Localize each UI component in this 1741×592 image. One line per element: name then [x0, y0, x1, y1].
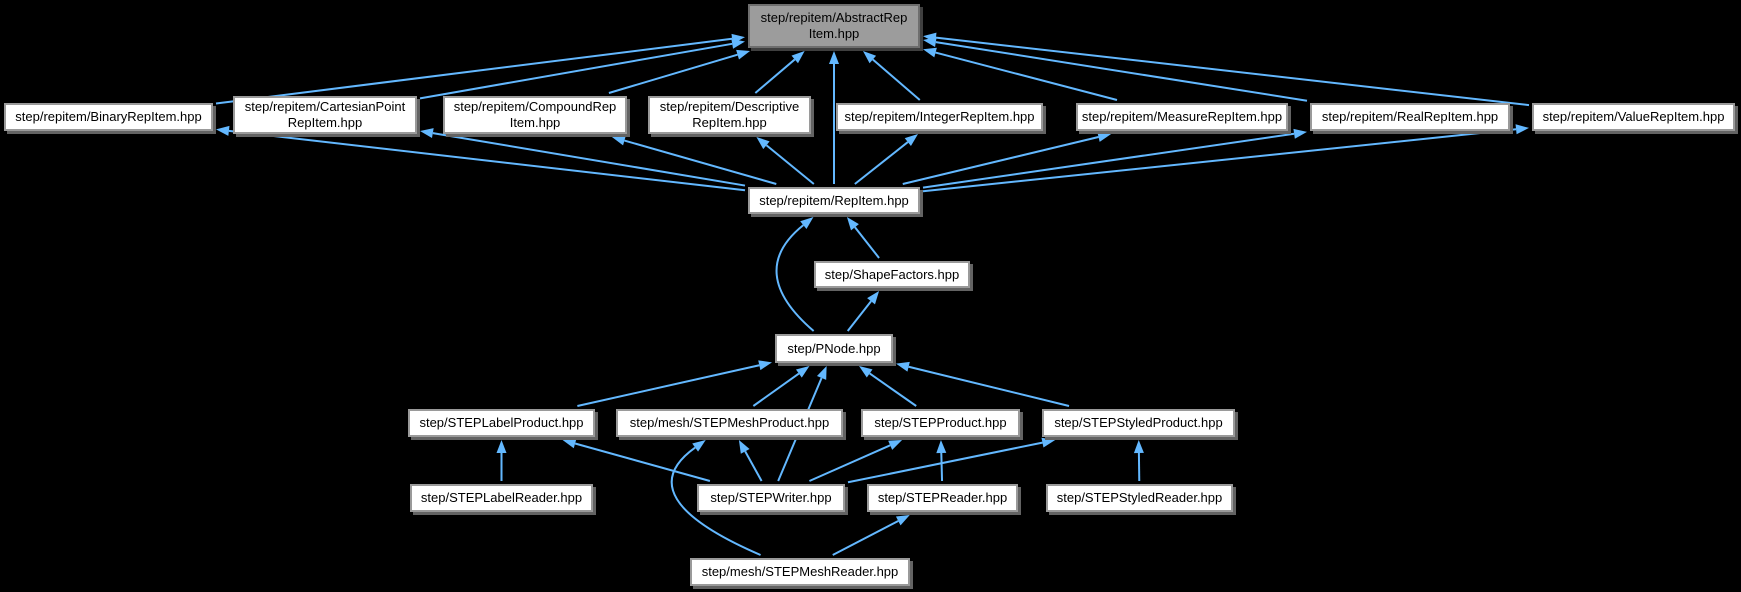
include-edge-reader-to-product [940, 452, 944, 482]
arrowhead [562, 438, 577, 449]
include-edge-cartesian-to-abstract [419, 42, 733, 100]
graph-node-labelproduct[interactable]: step/STEPLabelProduct.hpp [408, 409, 595, 437]
graph-node-meshproduct[interactable]: step/mesh/STEPMeshProduct.hpp [616, 409, 843, 437]
include-edge-repitem-to-cartesian [432, 132, 746, 187]
include-edge-meshreader-to-reader [832, 520, 899, 556]
include-edge-pnode-to-repitem [775, 224, 815, 332]
include-edge-styledproduct-to-pnode [908, 365, 1070, 407]
include-edge-labelproduct-to-pnode [577, 364, 760, 407]
graph-node-labelreader[interactable]: step/STEPLabelReader.hpp [410, 484, 593, 512]
include-edge-shapefactors-to-repitem [854, 226, 880, 259]
arrowhead [867, 291, 880, 305]
arrowhead [800, 217, 814, 230]
graph-node-real[interactable]: step/repitem/RealRepItem.hpp [1310, 103, 1510, 131]
include-edge-meshreader-to-meshproduct [670, 446, 761, 556]
arrowhead [1133, 440, 1144, 454]
include-edge-pnode-to-shapefactors [846, 300, 872, 332]
arrowhead [420, 128, 434, 139]
graph-node-measure[interactable]: step/repitem/MeasureRepItem.hpp [1076, 103, 1288, 131]
include-edge-repitem-to-descriptive [765, 144, 815, 185]
include-edge-repitem-to-binary [228, 129, 746, 192]
graph-node-abstract: step/repitem/AbstractRep Item.hpp [748, 4, 920, 48]
include-edge-compound-to-abstract [608, 53, 738, 94]
arrowhead [731, 38, 745, 49]
arrowhead [895, 515, 910, 526]
graph-node-product[interactable]: step/STEPProduct.hpp [861, 409, 1020, 437]
arrowhead [756, 137, 770, 150]
arrowhead [795, 366, 810, 378]
arrowhead [816, 366, 827, 380]
arrowhead [692, 440, 706, 452]
graph-node-shapefactors[interactable]: step/ShapeFactors.hpp [814, 261, 970, 288]
graph-node-meshreader[interactable]: step/mesh/STEPMeshReader.hpp [690, 558, 910, 586]
arrowhead [862, 51, 877, 64]
arrowhead [859, 366, 873, 378]
include-edge-measure-to-abstract [935, 51, 1118, 101]
graph-node-descriptive[interactable]: step/repitem/Descriptive RepItem.hpp [648, 96, 811, 134]
arrowhead [888, 440, 903, 450]
include-edge-real-to-abstract [935, 41, 1308, 102]
arrowhead [846, 217, 859, 231]
arrowhead [736, 49, 751, 60]
arrowhead [1041, 437, 1056, 448]
graph-node-compound[interactable]: step/repitem/CompoundRep Item.hpp [443, 96, 627, 134]
arrowhead [758, 360, 772, 371]
graph-node-integer[interactable]: step/repitem/IntegerRepItem.hpp [836, 103, 1043, 131]
arrowhead [738, 440, 750, 454]
graph-node-writer[interactable]: step/STEPWriter.hpp [697, 484, 845, 512]
arrowhead [496, 440, 507, 453]
arrowhead [1097, 132, 1112, 142]
include-edge-repitem-to-real [922, 132, 1295, 189]
arrowhead [904, 134, 919, 146]
include-edge-writer-to-styledproduct [847, 441, 1043, 484]
graph-node-cartesian[interactable]: step/repitem/CartesianPoint RepItem.hpp [233, 96, 417, 134]
include-edge-writer-to-labelproduct [574, 442, 711, 482]
include-edge-repitem-to-integer [854, 141, 909, 185]
include-edge-writer-to-meshproduct [744, 450, 763, 482]
arrowhead [936, 440, 947, 454]
graph-node-binary[interactable]: step/repitem/BinaryRepItem.hpp [4, 103, 213, 131]
arrowhead [1293, 128, 1307, 139]
graph-node-styledreader[interactable]: step/STEPStyledReader.hpp [1046, 484, 1233, 512]
arrowhead [216, 125, 230, 136]
include-edge-value-to-abstract [935, 36, 1530, 107]
include-edge-binary-to-abstract [215, 37, 733, 105]
arrowhead [611, 135, 626, 146]
arrowhead [791, 51, 805, 64]
graph-node-value[interactable]: step/repitem/ValueRepItem.hpp [1532, 103, 1735, 131]
include-edge-repitem-to-measure [902, 136, 1099, 185]
graph-node-pnode[interactable]: step/PNode.hpp [775, 334, 893, 363]
include-edge-integer-to-abstract [872, 58, 921, 101]
arrowhead [1515, 124, 1529, 135]
include-edge-repitem-to-compound [624, 139, 777, 185]
arrowhead [829, 51, 839, 64]
graph-node-reader[interactable]: step/STEPReader.hpp [867, 484, 1018, 512]
include-edge-meshproduct-to-pnode [752, 372, 800, 407]
include-edge-descriptive-to-abstract [754, 58, 796, 94]
arrowhead [923, 47, 937, 58]
graph-node-repitem[interactable]: step/repitem/RepItem.hpp [748, 187, 920, 214]
include-edge-product-to-pnode [869, 372, 917, 407]
include-edge-repitem-to-value [922, 128, 1517, 193]
arrowhead [923, 32, 937, 43]
include-edge-writer-to-product [809, 444, 891, 482]
arrowhead [896, 361, 910, 372]
graph-node-styledproduct[interactable]: step/STEPStyledProduct.hpp [1042, 409, 1235, 437]
